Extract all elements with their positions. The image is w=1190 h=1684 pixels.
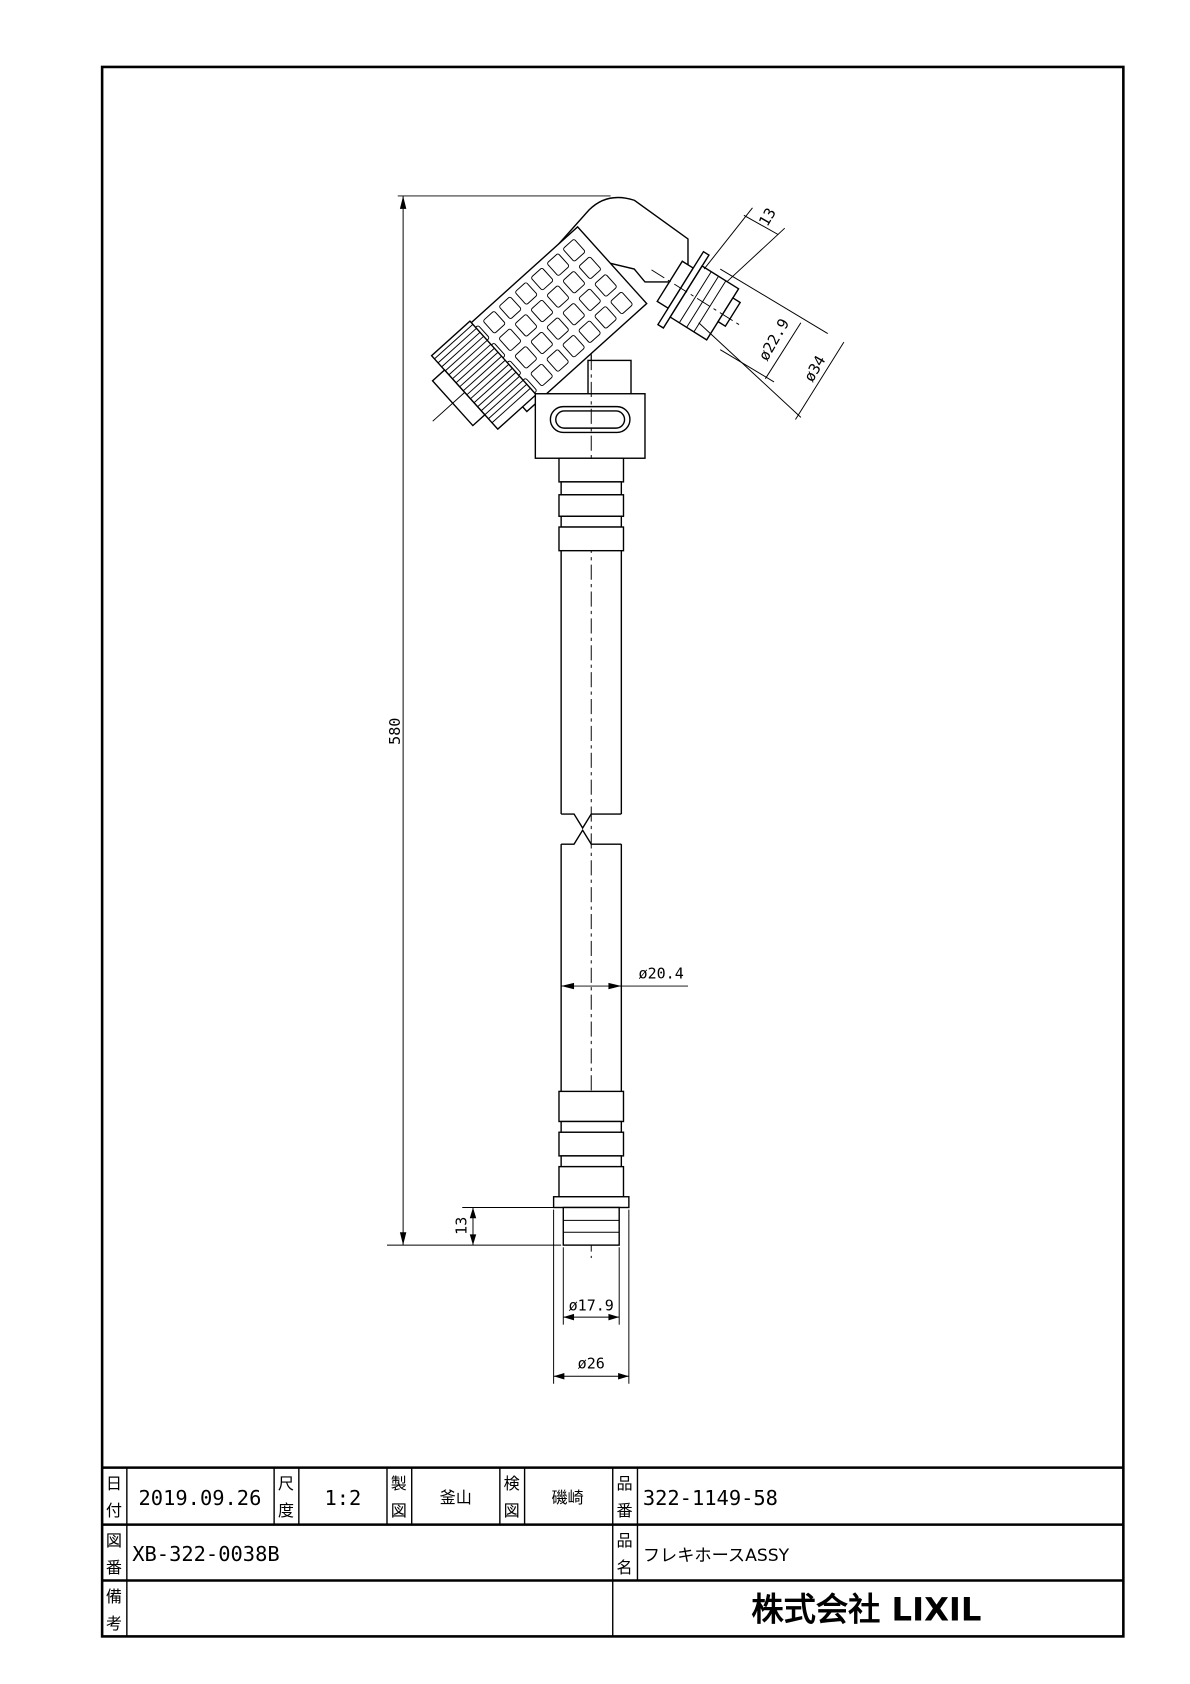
knurl-line [455, 347, 495, 384]
nipple [562, 1206, 620, 1246]
grip-square [610, 292, 633, 315]
title-block: 日 付 2019.09.26 尺 度 1:2 製 図 釜山 検 図 磯崎 品 番… [102, 1466, 1124, 1637]
hose-lower-fitting [552, 1090, 630, 1246]
dim-text-26: ø26 [578, 1355, 605, 1373]
knurl-line [480, 375, 520, 412]
label-part-no-1: 品 [616, 1474, 632, 1493]
label-part-name-1: 品 [616, 1531, 632, 1550]
label-drawing-no-1: 図 [106, 1531, 122, 1550]
label-checked-1: 検 [504, 1474, 520, 1493]
knurl-line [477, 371, 517, 408]
knurl-line [437, 327, 477, 364]
grip-square [578, 256, 601, 279]
grip-square [515, 314, 537, 337]
grip-square [594, 306, 617, 329]
drawn-by-value: 釜山 [440, 1488, 472, 1507]
knurl-line [466, 359, 506, 396]
label-drawn-2: 図 [391, 1501, 407, 1520]
company-logo: 株式会社 LIXIL [751, 1590, 981, 1628]
knurl-line [470, 363, 510, 400]
outlet-thread [651, 250, 743, 341]
grip-square [546, 349, 569, 372]
scale-value: 1:2 [324, 1486, 361, 1510]
elbow-fitting [430, 196, 743, 463]
hose-upper-fitting [558, 457, 625, 552]
knurl-line [434, 323, 474, 360]
label-scale-2: 度 [278, 1501, 294, 1520]
grip-square [499, 296, 522, 319]
knurled-nut [430, 320, 538, 431]
dim-text-13-bottom: 13 [453, 1217, 471, 1235]
grip-square [578, 288, 601, 311]
slot [549, 405, 631, 434]
label-part-name-2: 名 [616, 1558, 632, 1577]
label-scale-1: 尺 [278, 1474, 294, 1493]
grip-square [594, 274, 617, 297]
knurl-line [448, 339, 488, 376]
grip-square [578, 320, 601, 343]
knurl-line [484, 379, 524, 416]
label-part-no-2: 番 [616, 1501, 632, 1520]
dimension-hose-diameter: ø20.4 [561, 965, 688, 990]
dimension-nipple-diameters: ø17.9 ø26 [553, 1209, 630, 1384]
grip-square [531, 268, 554, 291]
knurl-line [452, 343, 492, 380]
drawing-no-value: XB-322-0038B [132, 1542, 279, 1566]
label-date-1: 日 [106, 1474, 122, 1493]
neck [587, 359, 632, 396]
knurl-line [441, 331, 481, 368]
grip-square [499, 328, 521, 351]
grip-square [514, 346, 537, 369]
grip-square [563, 271, 585, 294]
dim-text-17-9: ø17.9 [569, 1297, 614, 1315]
label-remarks-1: 備 [106, 1587, 122, 1606]
label-drawn-1: 製 [391, 1474, 407, 1493]
label-remarks-2: 考 [106, 1614, 122, 1633]
grip-square [563, 239, 586, 262]
date-value: 2019.09.26 [139, 1486, 262, 1510]
knurl-line [491, 387, 531, 424]
part-no-value: 322-1149-58 [643, 1486, 778, 1510]
grip-square [562, 303, 585, 326]
knurl-line [462, 355, 502, 392]
grip-square [515, 282, 538, 305]
knurl-line [459, 351, 499, 388]
flange [552, 1196, 630, 1209]
checked-by-value: 磯崎 [551, 1488, 583, 1507]
knurl-line [444, 335, 484, 372]
dimension-nipple-length: 13 [453, 1207, 554, 1246]
grip-square [531, 300, 553, 323]
connector-body [534, 393, 646, 459]
dim-text-580: 580 [386, 718, 404, 745]
grip-square [546, 317, 569, 340]
label-checked-2: 図 [504, 1501, 520, 1520]
dim-text-22-9: ø22.9 [755, 316, 793, 364]
knurl-line [488, 383, 528, 420]
grip-square [530, 331, 553, 355]
dim-text-34: ø34 [800, 352, 829, 385]
label-date-2: 付 [106, 1501, 122, 1520]
grip-square [547, 285, 569, 308]
dim-text-13-top: 13 [755, 205, 780, 230]
grip-square [483, 311, 506, 334]
knurl-line [473, 367, 513, 404]
part-name-value: フレキホースASSY [643, 1546, 790, 1566]
dim-text-hose: ø20.4 [639, 965, 684, 983]
dimension-580: 580 [386, 195, 611, 1246]
grip-square [530, 363, 553, 386]
flexible-hose [560, 550, 623, 1092]
label-drawing-no-2: 番 [106, 1558, 122, 1577]
grip-square [562, 335, 585, 358]
grip-square [547, 253, 570, 276]
